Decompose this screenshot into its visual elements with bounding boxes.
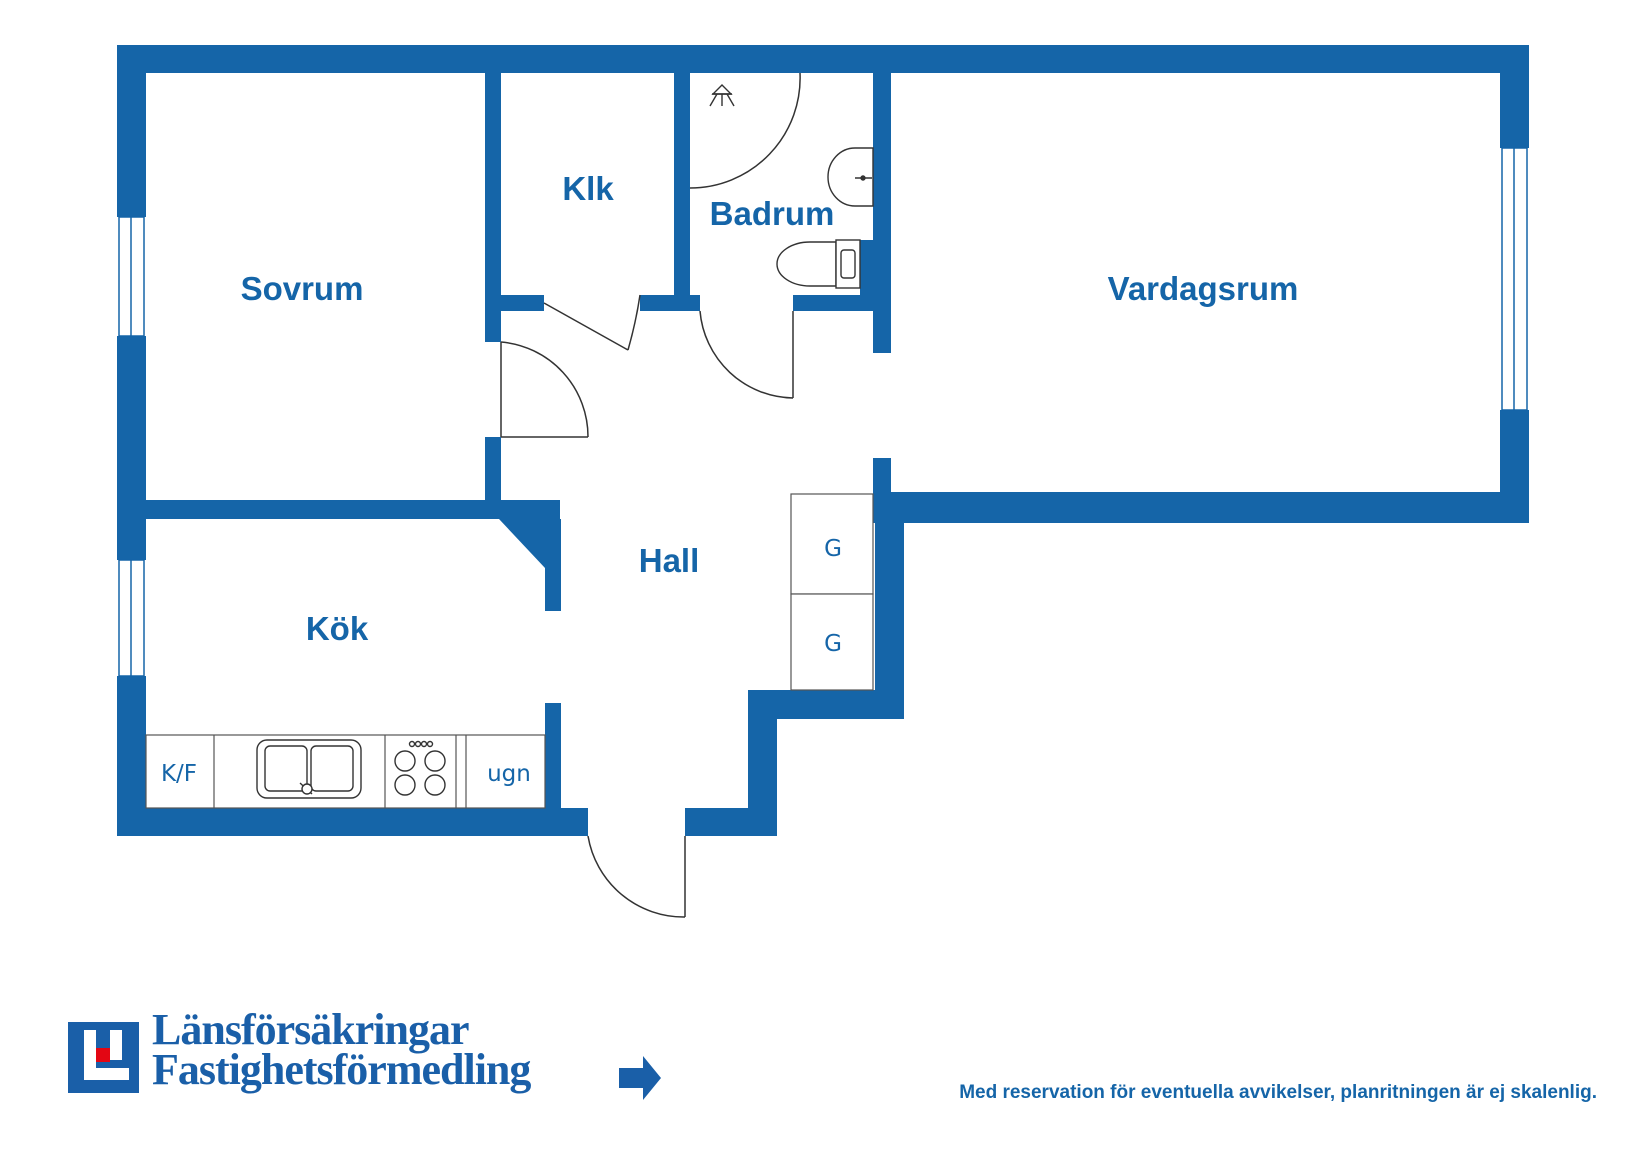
hall-cabinets xyxy=(790,493,874,691)
stove-icon xyxy=(394,740,446,796)
disclaimer-text: Med reservation för eventuella avvikelse… xyxy=(959,1082,1597,1103)
walls xyxy=(117,45,1529,836)
room-label-badrum: Badrum xyxy=(710,195,835,232)
company-logo-icon xyxy=(68,1022,139,1093)
room-label-sovrum: Sovrum xyxy=(241,270,364,307)
kitchen-counter xyxy=(145,734,546,809)
room-label-vardagsrum: Vardagsrum xyxy=(1108,270,1299,307)
washbasin-icon xyxy=(827,147,874,207)
logo-line-2: Fastighetsförmedling xyxy=(152,1045,531,1094)
shower-icon xyxy=(709,84,735,107)
arrow-right-icon xyxy=(619,1056,661,1100)
fixture-label-ugn: ugn xyxy=(487,761,531,787)
toilet-icon xyxy=(776,239,861,289)
company-logo-text: Länsförsäkringar Fastighetsförmedling xyxy=(152,1005,531,1094)
logo-line-1: Länsförsäkringar xyxy=(152,1005,469,1054)
doors xyxy=(500,72,801,918)
fixture-label-g2: G xyxy=(824,631,842,657)
room-label-klk: Klk xyxy=(562,170,614,207)
room-label-kok: Kök xyxy=(306,610,369,647)
sink-icon xyxy=(256,739,362,799)
room-label-hall: Hall xyxy=(639,542,700,579)
windows xyxy=(118,147,1528,677)
bathroom-fixtures xyxy=(709,84,874,289)
fixture-label-g1: G xyxy=(824,536,842,562)
fixture-label-kf: K/F xyxy=(161,761,197,787)
